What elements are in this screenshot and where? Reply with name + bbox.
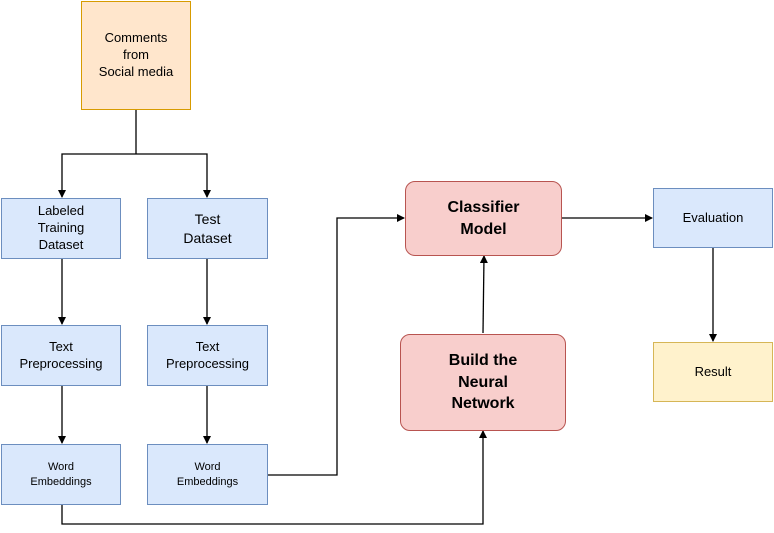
text-preprocessing-left-node: Text Preprocessing [1, 325, 121, 386]
word-embeddings-left-node: Word Embeddings [1, 444, 121, 505]
word-embeddings-right-node: Word Embeddings [147, 444, 268, 505]
result-node: Result [653, 342, 773, 402]
evaluation-node: Evaluation [653, 188, 773, 248]
edge-embeddings-to-classifier [268, 214, 405, 476]
comments-node: Comments from Social media [81, 1, 191, 110]
text-preprocessing-right-node: Text Preprocessing [147, 325, 268, 386]
labeled-training-dataset-node: Labeled Training Dataset [1, 198, 121, 259]
edge-embeddings-to-network [61, 430, 487, 525]
edge-split-to-labeled [58, 153, 136, 198]
test-dataset-node: Test Dataset [147, 198, 268, 259]
edge-split-to-test [136, 153, 211, 198]
classifier-model-node: Classifier Model [405, 181, 562, 256]
edge-network-to-classifier [479, 255, 488, 334]
build-neural-network-node: Build the Neural Network [400, 334, 566, 431]
